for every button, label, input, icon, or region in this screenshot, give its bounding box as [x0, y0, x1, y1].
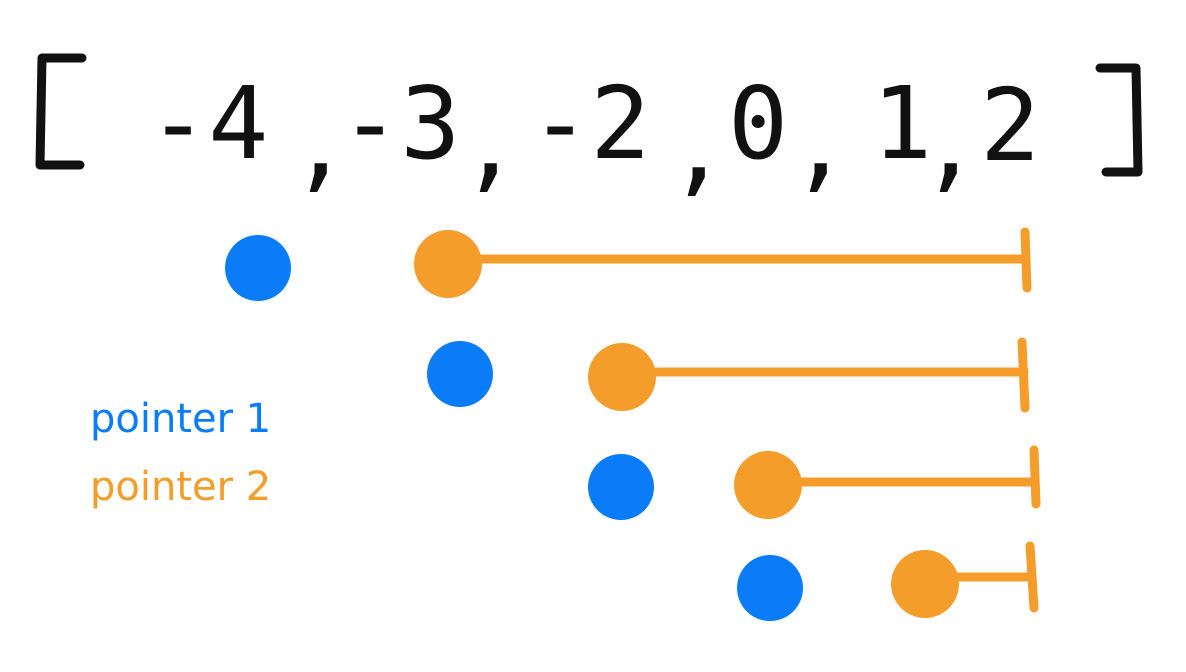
pointer-2-dot	[414, 230, 482, 298]
step-row-2	[588, 445, 1041, 520]
array-header: -4 , -3 , -2 , 0 , 1 , 2	[35, 53, 1143, 206]
pointer-1-dot	[225, 235, 291, 301]
array-element-2: -2	[530, 65, 650, 182]
open-bracket	[35, 53, 87, 170]
pointer-1-dot	[737, 555, 803, 621]
array-element-1: -3	[340, 65, 460, 182]
step-row-0	[225, 227, 1032, 301]
pointer-2-dot	[734, 451, 802, 519]
array-element-4: 1	[872, 65, 932, 182]
pointer-2-dot	[588, 343, 656, 411]
pointer-1-dot	[588, 454, 654, 520]
pointer-1-dot	[427, 341, 493, 407]
array-separator-2: ,	[668, 89, 728, 206]
legend-pointer-1-label: pointer 1	[90, 396, 271, 442]
range-end-tick	[1020, 227, 1032, 293]
array-element-3: 0	[728, 65, 788, 182]
array-separator-0: ,	[290, 85, 350, 202]
array-separator-3: ,	[790, 85, 850, 202]
legend: pointer 1 pointer 2	[90, 396, 271, 510]
step-row-1	[427, 337, 1030, 413]
close-bracket	[1095, 63, 1143, 177]
range-end-tick	[1029, 445, 1041, 509]
range-end-tick	[1025, 541, 1039, 613]
array-element-5: 2	[980, 67, 1040, 184]
array-separator-4: ,	[920, 85, 980, 202]
array-separator-1: ,	[460, 85, 520, 202]
pointer-2-dot	[891, 550, 959, 618]
range-end-tick	[1017, 337, 1030, 413]
array-element-0: -4	[148, 65, 268, 182]
step-row-3	[737, 541, 1039, 621]
legend-pointer-2-label: pointer 2	[90, 464, 271, 510]
